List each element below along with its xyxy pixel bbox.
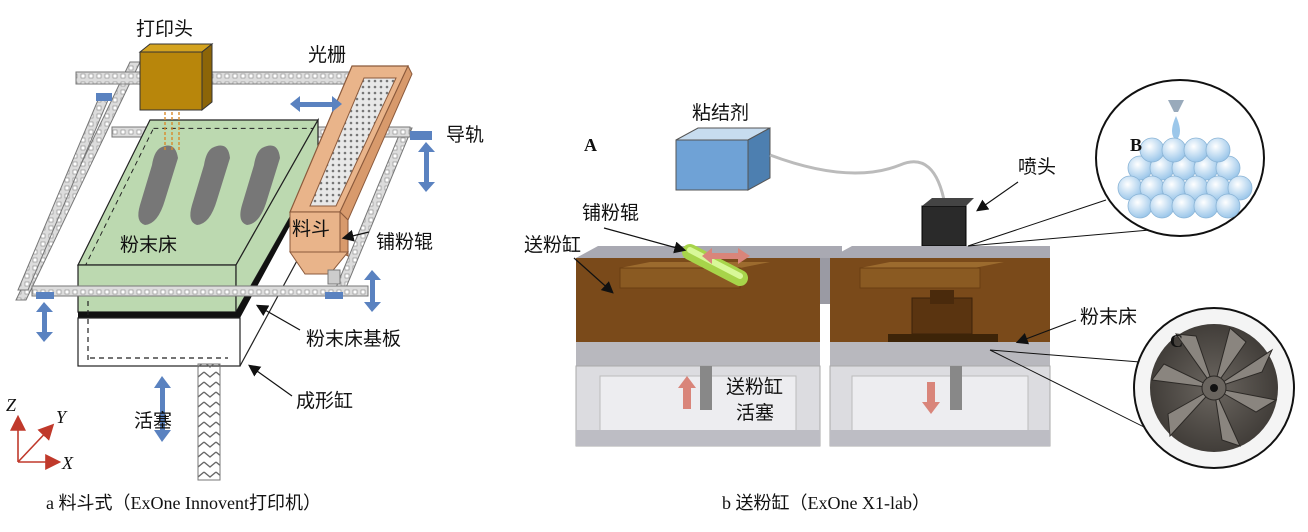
axis-x-label: X	[62, 453, 73, 473]
detail-bubble-binder	[967, 79, 1265, 247]
marker-a: A	[584, 135, 597, 155]
build-cylinder-structure	[829, 246, 1051, 447]
nozzle	[921, 198, 974, 247]
feed-cylinder-structure	[575, 246, 821, 447]
marker-c: C	[1170, 331, 1183, 351]
piston-shaft	[197, 363, 221, 481]
label-nozzle: 喷头	[1018, 156, 1057, 178]
label-build-cylinder: 成形缸	[296, 390, 354, 412]
label-grating: 光栅	[308, 44, 347, 66]
arrow-piston	[154, 376, 171, 442]
arrow-vertical-left	[36, 302, 53, 342]
detail-bubble-impeller	[989, 307, 1295, 469]
roller-arrow	[702, 248, 750, 264]
label-binder: 粘结剂	[692, 102, 750, 124]
binder-tank	[675, 127, 771, 191]
caption-panel-b: b 送粉缸（ExOne X1-lab）	[722, 493, 930, 513]
label-roller-a: 铺粉辊	[376, 231, 434, 253]
panel-b-illustration	[573, 79, 1295, 469]
build-piston-arrow	[922, 382, 940, 414]
label-bed-plate: 粉末床基板	[306, 328, 402, 350]
label-hopper: 料斗	[292, 218, 331, 240]
arrow-horizontal-hopper	[290, 96, 342, 112]
hopper	[289, 64, 413, 285]
coordinate-axes	[10, 414, 62, 470]
caption-panel-a: a 料斗式（ExOne Innovent打印机）	[46, 493, 321, 513]
arrow-vertical-right-upper	[418, 142, 435, 192]
feed-piston-arrow	[678, 376, 696, 409]
binder-tube	[769, 153, 947, 206]
guide-rail-lower	[31, 285, 369, 297]
powder-bed-plate	[78, 168, 318, 318]
marker-b: B	[1130, 135, 1143, 155]
label-powder-bed-a: 粉末床	[120, 234, 178, 256]
label-powder-bed-b: 粉末床	[1080, 306, 1138, 328]
label-feed-piston-2: 活塞	[736, 402, 775, 424]
roller	[682, 244, 748, 286]
label-piston: 活塞	[134, 410, 173, 432]
label-feed-cylinder: 送粉缸	[524, 234, 582, 256]
label-printhead: 打印头	[136, 18, 194, 40]
printhead	[138, 42, 214, 150]
axis-z-label: Z	[6, 395, 17, 415]
label-feed-piston-1: 送粉缸	[726, 376, 784, 398]
panel-a-illustration	[10, 42, 435, 481]
label-roller-b: 铺粉辊	[582, 202, 640, 224]
axis-y-label: Y	[56, 407, 67, 427]
arrow-vertical-right-lower	[364, 270, 381, 312]
label-guide-rail: 导轨	[446, 124, 485, 146]
printed-parts	[138, 145, 280, 225]
